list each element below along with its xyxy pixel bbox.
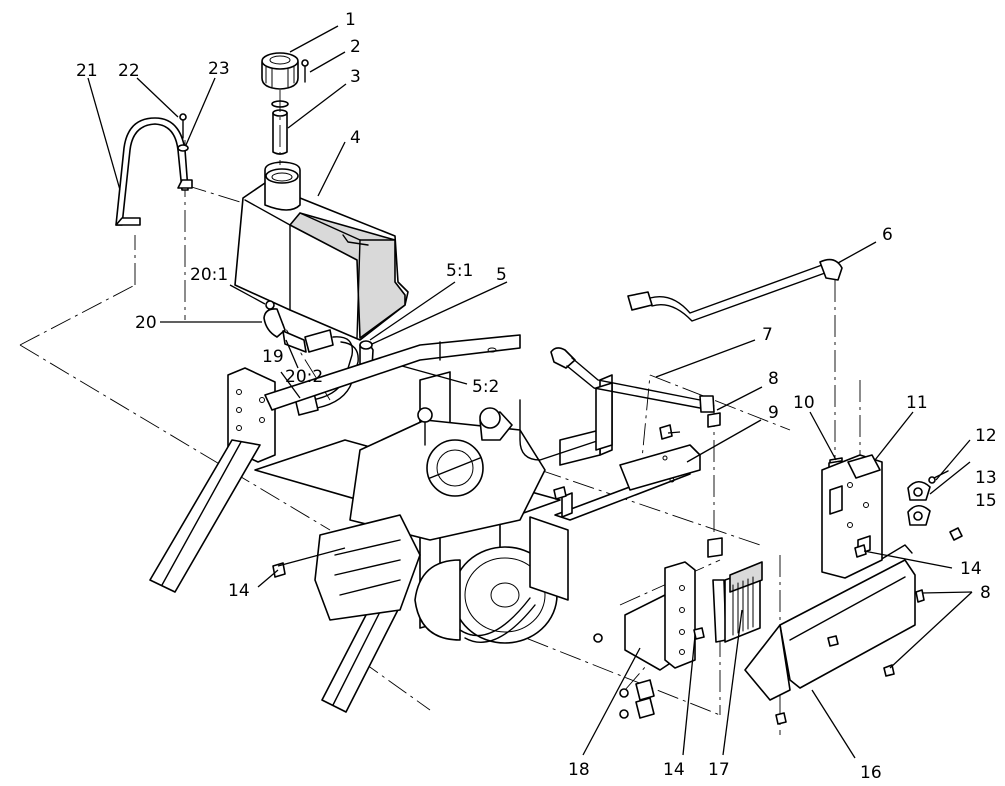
callout-18: 18 <box>568 760 590 780</box>
fasteners <box>272 424 925 725</box>
callout-14-bottom: 14 <box>663 760 685 780</box>
callout-5-1: 5:1 <box>446 261 473 281</box>
callout-5-2: 5:2 <box>472 377 499 397</box>
hose-clamps <box>907 470 963 541</box>
callout-12: 12 <box>975 426 997 446</box>
callout-10: 10 <box>793 393 815 413</box>
callout-3: 3 <box>350 67 361 87</box>
cooler-shroud <box>744 544 916 701</box>
callout-13: 13 <box>975 468 997 488</box>
oil-cooler-crossbar <box>554 444 701 521</box>
callout-4: 4 <box>350 128 361 148</box>
callout-9: 9 <box>768 403 779 423</box>
callout-8-right: 8 <box>980 583 991 603</box>
callout-20-2: 20:2 <box>285 367 323 387</box>
filler-strainer <box>271 90 289 165</box>
hose-bracket <box>821 454 883 579</box>
callout-6: 6 <box>882 225 893 245</box>
callout-22: 22 <box>118 61 140 81</box>
callout-1: 1 <box>345 10 356 30</box>
callout-17: 17 <box>708 760 730 780</box>
callout-labels: 1 2 3 4 5 5:1 5:2 6 7 8 8 9 10 11 12 13 … <box>76 10 997 783</box>
oil-cooler-hose-lower <box>550 347 721 428</box>
callout-20: 20 <box>135 313 157 333</box>
callout-15: 15 <box>975 491 997 511</box>
callout-16: 16 <box>860 763 882 783</box>
fuel-tank <box>234 161 409 341</box>
callout-11: 11 <box>906 393 928 413</box>
engine <box>314 382 613 644</box>
tank-strap-bracket <box>115 117 193 226</box>
callout-2: 2 <box>350 37 361 57</box>
callout-21: 21 <box>76 61 98 81</box>
cooler-mount-bracket <box>593 561 696 719</box>
oil-cooler <box>724 561 763 643</box>
fuel-cap <box>261 52 299 90</box>
callout-19: 19 <box>262 347 284 367</box>
leader-lines <box>87 25 973 759</box>
callout-14-left: 14 <box>228 581 250 601</box>
callout-20-1: 20:1 <box>190 265 228 285</box>
callout-14-right: 14 <box>960 559 982 579</box>
oil-cooler-hose-upper <box>627 258 843 481</box>
callout-7: 7 <box>762 325 773 345</box>
callout-5: 5 <box>496 265 507 285</box>
vent-fitting <box>301 59 309 83</box>
callout-8-top: 8 <box>768 369 779 389</box>
callout-23: 23 <box>208 59 230 79</box>
strap-screw <box>177 113 189 152</box>
